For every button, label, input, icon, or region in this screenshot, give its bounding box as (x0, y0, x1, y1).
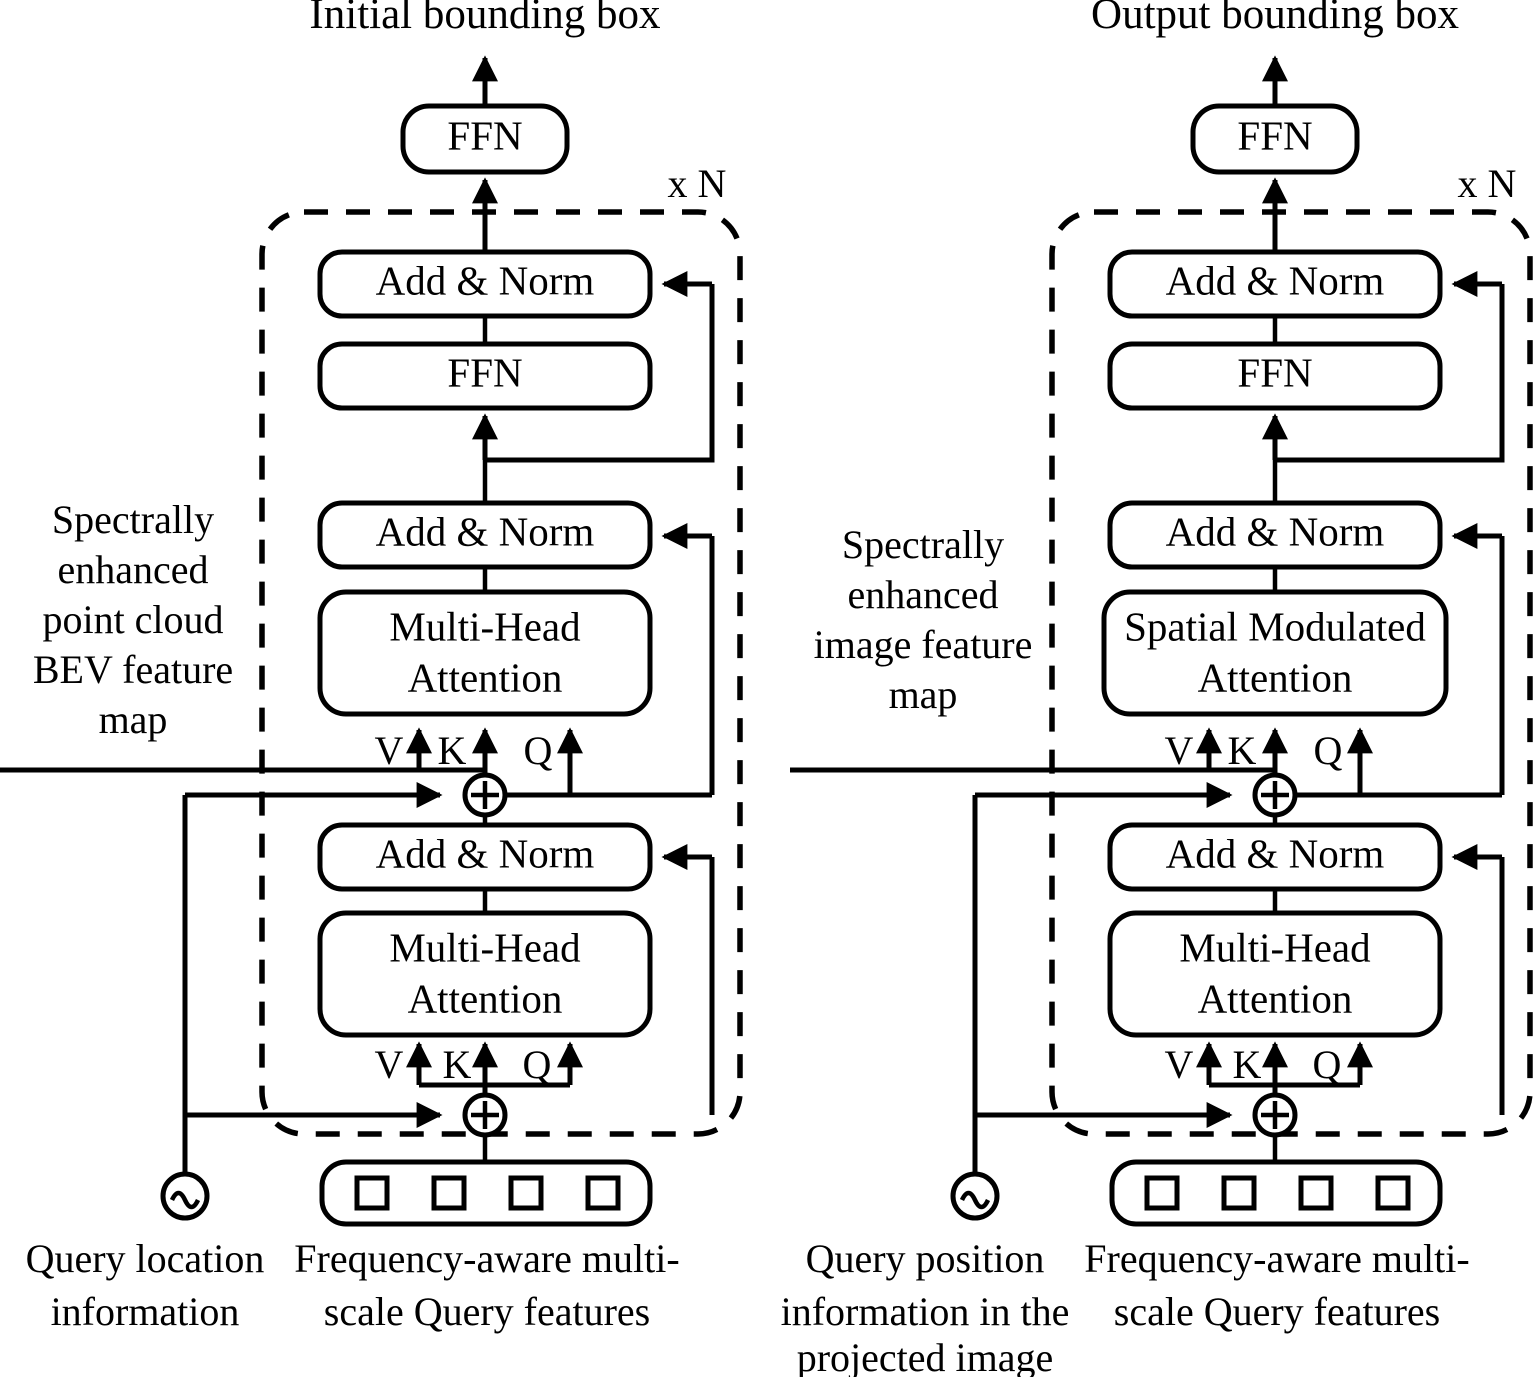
right-self-attention-label-1: Multi-Head (1179, 924, 1370, 970)
left-cross-attention-label-2: Attention (408, 654, 563, 700)
right-query-token-3 (1298, 1175, 1334, 1211)
right-upper-K-label: K (1228, 728, 1257, 773)
left-lower-Q-label: Q (523, 1042, 552, 1087)
right-pos-caption-line-2: information in the (781, 1289, 1070, 1334)
left-pos-caption-line-2: information (51, 1289, 240, 1334)
left-add-norm-mid-label: Add & Norm (376, 508, 595, 554)
right-ffn-inner-label: FFN (1237, 349, 1312, 395)
left-query-token-bar (319, 1159, 653, 1227)
left-upper-V-label: V (375, 728, 404, 773)
right-add-norm-low-label: Add & Norm (1166, 830, 1385, 876)
left-lower-K-label: K (443, 1042, 472, 1087)
left-repeat-container (259, 209, 743, 1137)
right-residual-upper-path (1275, 284, 1505, 463)
branch-right: Output bounding box FFN x N Add & Norm F… (781, 0, 1533, 1377)
right-add-norm-mid-label: Add & Norm (1166, 508, 1385, 554)
left-query-token-1 (354, 1175, 390, 1211)
left-ffn-inner-label: FFN (447, 349, 522, 395)
left-feature-source-line-5: map (99, 697, 168, 742)
left-upper-K-label: K (438, 728, 467, 773)
left-query-token-3 (508, 1175, 544, 1211)
right-cross-attention-label-1: Spatial Modulated (1124, 603, 1426, 649)
left-lower-V-label: V (375, 1042, 404, 1087)
left-self-attention-label-2: Attention (408, 975, 563, 1021)
right-self-attention-label-2: Attention (1198, 975, 1353, 1021)
left-pos-caption-line-1: Query location (26, 1236, 265, 1281)
left-feature-source-line-4: BEV feature (33, 647, 233, 692)
sine-wave-glyph-icon (169, 1190, 201, 1210)
right-feature-source-line-3: image feature (814, 622, 1033, 667)
right-feature-source-line-2: enhanced (847, 572, 998, 617)
right-lower-Q-label: Q (1313, 1042, 1342, 1087)
right-query-token-1 (1144, 1175, 1180, 1211)
right-feature-source-line-4: map (889, 672, 958, 717)
left-query-token-2 (431, 1175, 467, 1211)
right-token-caption-line-2: scale Query features (1114, 1289, 1440, 1334)
right-token-caption-line-1: Frequency-aware multi- (1084, 1236, 1469, 1281)
left-self-attention-label-1: Multi-Head (389, 924, 580, 970)
left-feature-source-line-3: point cloud (42, 597, 223, 642)
right-pos-caption-line-3: projected image (797, 1335, 1054, 1377)
right-upper-V-label: V (1165, 728, 1194, 773)
left-residual-upper-path (485, 284, 715, 463)
right-head-ffn-label: FFN (1237, 112, 1312, 158)
right-repeat-label: x N (1458, 161, 1517, 206)
right-pos-caption-line-1: Query position (806, 1236, 1045, 1281)
right-query-token-2 (1221, 1175, 1257, 1211)
left-token-caption-line-1: Frequency-aware multi- (294, 1236, 679, 1281)
left-repeat-label: x N (668, 161, 727, 206)
left-head-ffn-box (400, 103, 570, 175)
left-upper-Q-label: Q (524, 728, 553, 773)
right-title: Output bounding box (1091, 0, 1459, 38)
right-upper-Q-label: Q (1314, 728, 1343, 773)
left-head-ffn-label: FFN (447, 112, 522, 158)
right-repeat-container (1049, 209, 1533, 1137)
left-token-caption-line-2: scale Query features (324, 1289, 650, 1334)
left-feature-source-line-1: Spectrally (52, 497, 214, 542)
right-add-norm-top-label: Add & Norm (1166, 257, 1385, 303)
branch-left: Initial bounding box FFN x N Add & Norm … (0, 0, 743, 1334)
left-add-norm-low-label: Add & Norm (376, 830, 595, 876)
right-head-ffn-box (1190, 103, 1360, 175)
right-lower-V-label: V (1165, 1042, 1194, 1087)
left-query-token-4 (585, 1175, 621, 1211)
left-cross-attention-label-1: Multi-Head (389, 603, 580, 649)
right-query-token-bar (1109, 1159, 1443, 1227)
right-cross-attention-label-2: Attention (1198, 654, 1353, 700)
right-feature-source-line-1: Spectrally (842, 522, 1004, 567)
right-lower-K-label: K (1233, 1042, 1262, 1087)
left-add-norm-top-label: Add & Norm (376, 257, 595, 303)
sine-wave-glyph-icon-right (959, 1190, 991, 1210)
left-feature-source-line-2: enhanced (57, 547, 208, 592)
right-query-token-4 (1375, 1175, 1411, 1211)
left-title: Initial bounding box (309, 0, 660, 38)
